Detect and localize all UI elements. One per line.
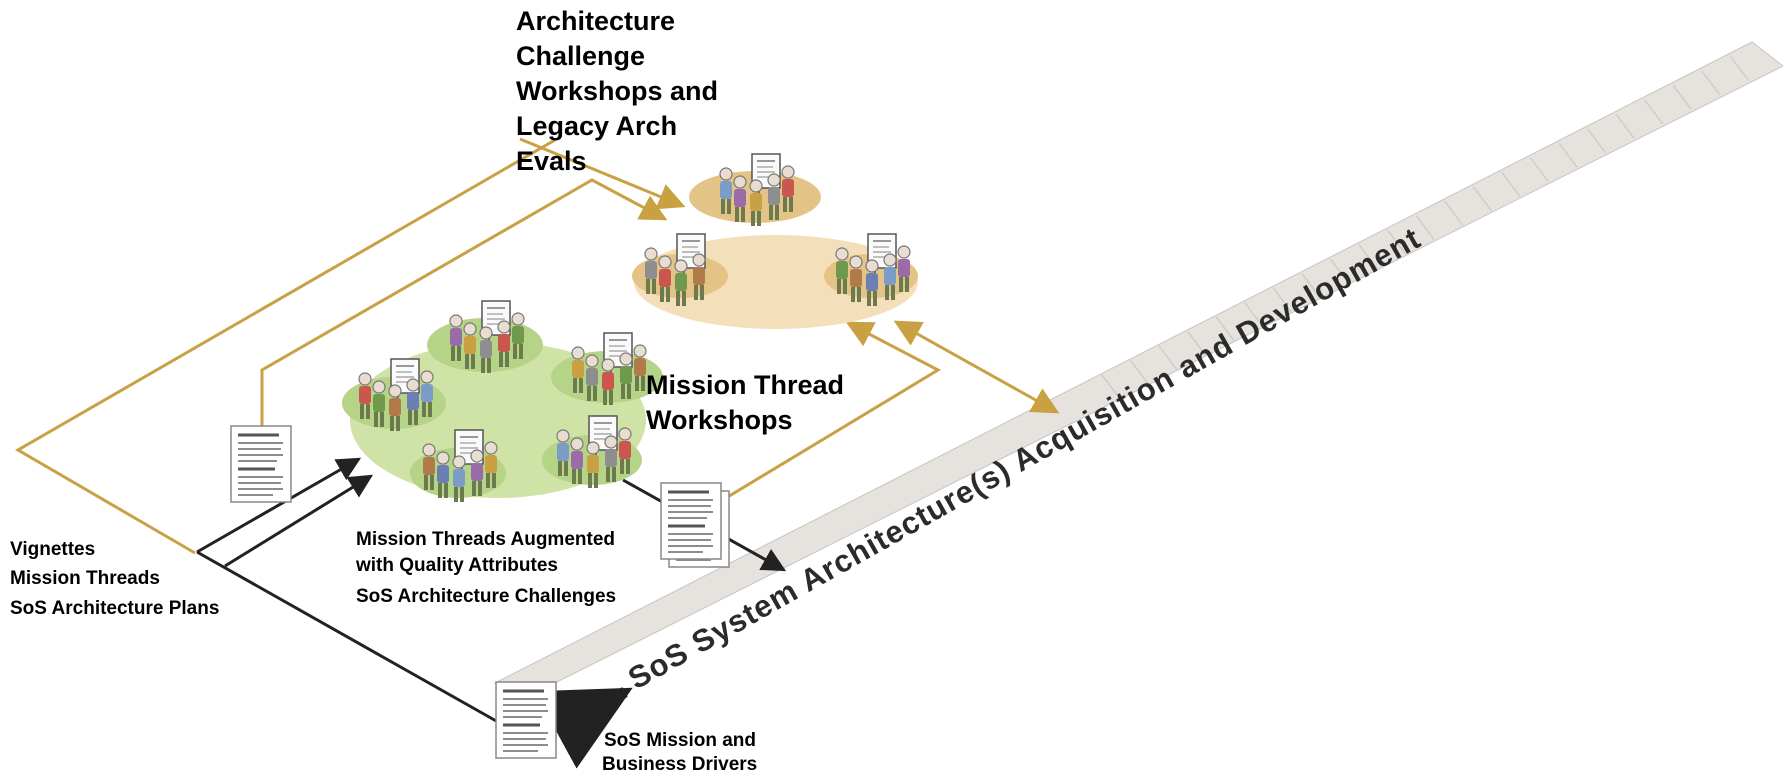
ribbon-segments [1101, 56, 1750, 400]
gold-feedback-lines [15, 137, 1060, 555]
ribbon-segment-tick [1672, 84, 1692, 110]
ribbon-segment-tick [1472, 186, 1492, 212]
flow-line-bottom [196, 550, 499, 724]
ribbon-segment-tick [1615, 113, 1635, 139]
flow-line-mid [224, 474, 374, 568]
ribbon-segment-tick [1586, 128, 1607, 154]
inputs-list: Vignettes Mission Threads SoS Architectu… [10, 539, 219, 619]
ribbon-segment-tick [1644, 99, 1664, 125]
ribbon-segment-tick [1701, 70, 1721, 96]
ribbon-segment-tick [1272, 287, 1292, 313]
ribbon-segment-tick [1729, 56, 1750, 81]
ribbon-segment-tick [1529, 157, 1549, 183]
mission-thread-title: Mission Thread Workshops [646, 370, 852, 435]
outer-loop-line [15, 138, 556, 555]
ribbon-segment-tick [1358, 243, 1378, 269]
ribbon-segment-tick [1329, 258, 1349, 284]
ribbon-segment-tick [1301, 272, 1321, 298]
ribbon-segment-tick [1158, 345, 1178, 371]
ribbon-segment-tick [1444, 200, 1464, 226]
flow-line-top [196, 457, 362, 554]
ribbon-segment-tick [1244, 301, 1264, 327]
ribbon-segment-tick [1215, 316, 1235, 342]
drivers-label: SoS Mission and Business Drivers [602, 730, 761, 774]
bidirectional-arrow [893, 320, 1060, 414]
ribbon-segment-tick [1186, 330, 1207, 356]
ribbon-segment-tick [1101, 374, 1121, 400]
input-document [229, 424, 293, 504]
arch-challenge-workshop-group [632, 153, 918, 329]
augmented-outputs: Mission Threads Augmented with Quality A… [355, 529, 620, 607]
ribbon-segment-tick [1501, 171, 1521, 197]
ribbon-segment-tick [1386, 229, 1407, 255]
mission-thread-workshop-group [342, 300, 663, 503]
dark-flow-lines [196, 457, 787, 769]
inner-loop-line [260, 178, 668, 428]
outer-loop-arrow [519, 137, 686, 210]
drivers-document [494, 680, 558, 760]
ribbon-segment-tick [1415, 215, 1435, 240]
ribbon-segment-tick [1558, 142, 1578, 168]
output-document-stack [659, 481, 731, 569]
drivers-arrow [534, 687, 633, 769]
ribbon-segment-tick [1129, 359, 1149, 385]
arch-challenge-title: Architecture Challenge Workshops and Leg… [516, 6, 726, 176]
